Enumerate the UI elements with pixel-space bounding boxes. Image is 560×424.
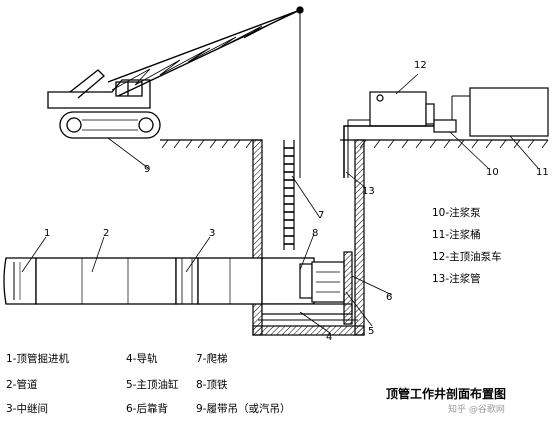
leader-lines [21, 73, 539, 334]
reaction-wall [343, 251, 353, 325]
callout-5: 5 [368, 326, 374, 337]
legend-item-8: 8-顶铁 [196, 378, 228, 391]
callout-2: 2 [103, 228, 109, 239]
legend-item-1: 1-顶管掘进机 [6, 352, 69, 365]
watermark: 知乎 @谷歌网 [448, 403, 505, 415]
pipe-section [35, 257, 177, 305]
legend-left: 1-顶管掘进机 2-管道 3-中继间 4-导轨 5-主顶油缸 6-后靠背 7-爬… [6, 352, 290, 415]
grout-pump [433, 119, 457, 133]
callout-11: 11 [536, 167, 549, 178]
legend-item-6: 6-后靠背 [126, 402, 168, 415]
pipeline [3, 257, 315, 305]
callout-9: 9 [144, 164, 150, 175]
grout-pipe [343, 125, 434, 178]
callouts: 1 2 3 4 5 6 7 8 9 10 11 12 13 [44, 60, 549, 343]
callout-12: 12 [414, 60, 427, 71]
ground-line [160, 139, 549, 149]
legend-item-10: 10-注浆泵 [432, 206, 481, 219]
legend-item-13: 13-注浆管 [432, 272, 481, 285]
callout-6: 6 [386, 292, 392, 303]
callout-8: 8 [312, 228, 318, 239]
jacking-block [299, 263, 313, 299]
legend-item-11: 11-注浆桶 [432, 228, 481, 241]
callout-13: 13 [362, 186, 375, 197]
callout-10: 10 [486, 167, 499, 178]
legend-item-12: 12-主顶油泵车 [432, 250, 502, 263]
legend-item-2: 2-管道 [6, 378, 38, 391]
main-oil-pump-truck [369, 91, 427, 127]
callout-7: 7 [318, 210, 324, 221]
crawler-crane [47, 6, 304, 178]
legend-item-3: 3-中继间 [6, 402, 48, 415]
legend-item-4: 4-导轨 [126, 352, 158, 365]
callout-1: 1 [44, 228, 50, 239]
legend-item-7: 7-爬梯 [196, 352, 227, 365]
guide-rail [261, 303, 353, 315]
callout-3: 3 [209, 228, 215, 239]
ladder [283, 140, 295, 250]
shaft-walls [252, 139, 365, 336]
diagram-title: 顶管工作井剖面布置图 [386, 386, 506, 401]
thrust-assembly [258, 251, 358, 325]
legend-item-9: 9-履带吊（或汽吊） [196, 402, 290, 415]
callout-4: 4 [326, 332, 332, 343]
intermediate-jacking-station [175, 257, 199, 305]
legend-right: 10-注浆泵 11-注浆桶 12-主顶油泵车 13-注浆管 [432, 206, 502, 285]
legend-item-5: 5-主顶油缸 [126, 378, 179, 391]
grout-tank [469, 87, 549, 137]
surface-equipment [343, 87, 549, 178]
